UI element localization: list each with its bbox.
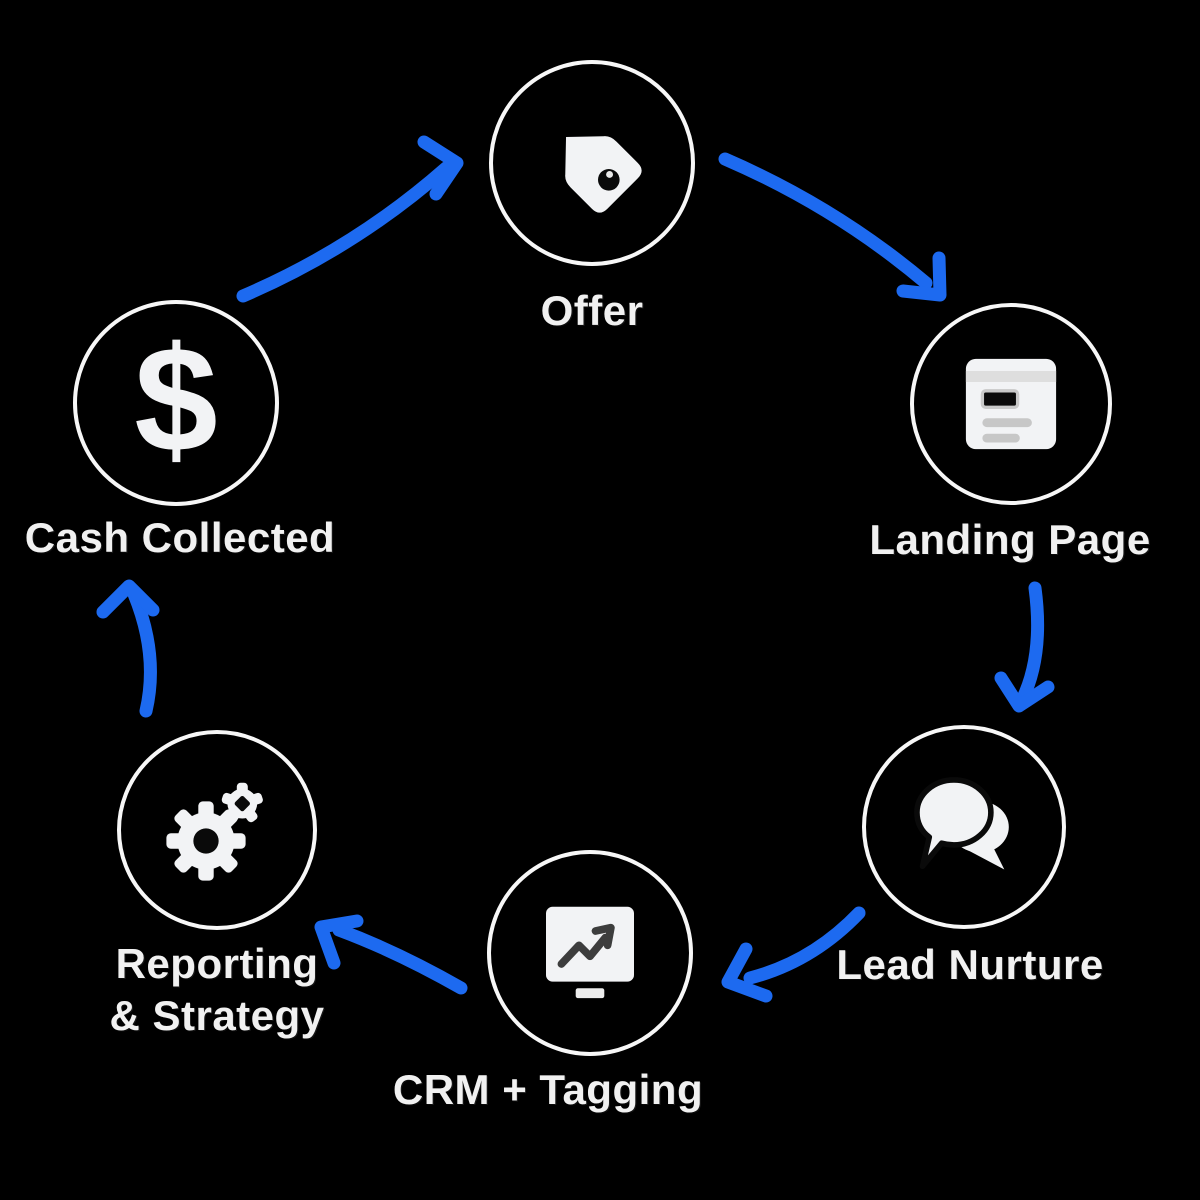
arrow-cash-to-offer (236, 135, 464, 303)
landing-page-label: Landing Page (869, 516, 1151, 563)
offer-node-circle (489, 60, 695, 266)
crm-tagging-label: CRM + Tagging (392, 1066, 704, 1113)
crm-tagging-node-circle (487, 850, 693, 1056)
lead-nurture-node-circle (862, 725, 1066, 929)
arrow-reporting-to-cash (96, 579, 160, 718)
cash-collected-node-circle: $ (73, 300, 279, 506)
reporting-strategy-label-line2: & Strategy (109, 992, 325, 1039)
gears-icon (166, 782, 263, 881)
tag-icon (565, 136, 642, 213)
monitor-chart-icon (546, 906, 634, 999)
arrow-offer-to-landing (718, 152, 947, 302)
lead-nurture-label: Lead Nurture (836, 941, 1104, 988)
reporting-strategy-label: Reporting & Strategy (109, 938, 324, 1042)
reporting-strategy-node-circle (117, 730, 317, 930)
arrow-lead-to-crm (721, 906, 866, 1003)
offer-label: Offer (540, 287, 644, 334)
dollar-sign-icon: $ (134, 315, 218, 483)
chat-bubbles-icon (914, 777, 1009, 870)
arrow-landing-to-lead (994, 581, 1055, 713)
reporting-strategy-label-line1: Reporting (115, 940, 319, 987)
landing-page-node-circle (910, 303, 1112, 505)
arrow-crm-to-reporting (314, 914, 468, 995)
browser-window-icon (965, 358, 1057, 450)
cash-collected-label: Cash Collected (24, 514, 336, 561)
